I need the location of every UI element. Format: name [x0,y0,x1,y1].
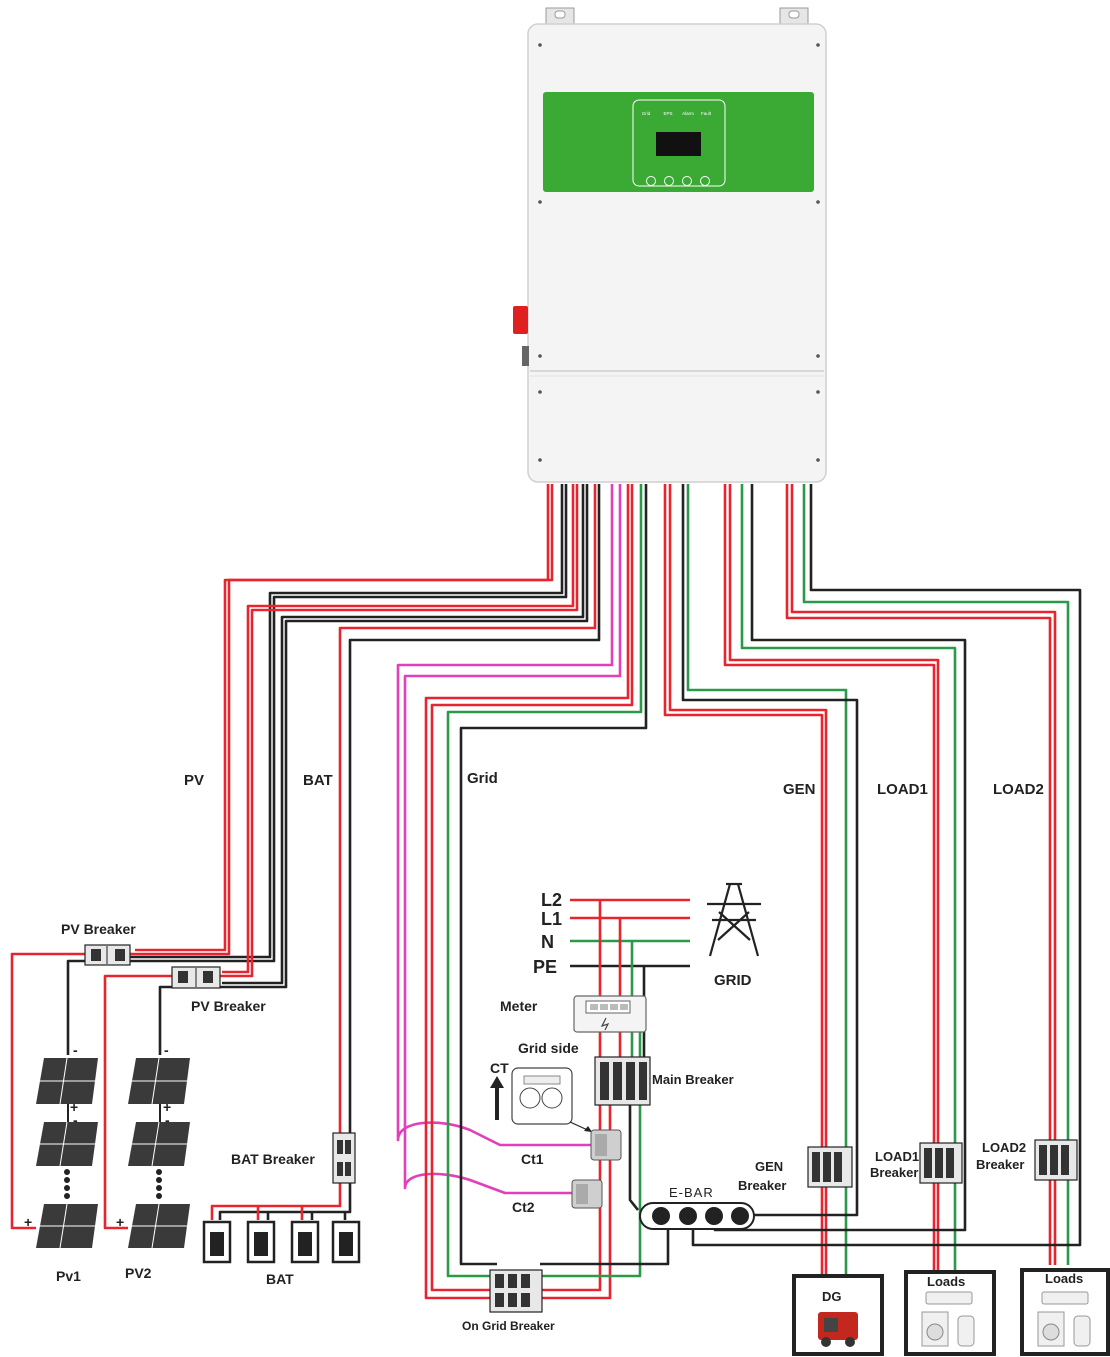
solar-panel-icon [128,1121,190,1167]
label-load2: LOAD2 [993,781,1044,798]
pv1-minus-mid: - [73,1112,78,1128]
pv2-plus-mid: + [163,1099,171,1115]
solar-panel-icon [36,1121,98,1167]
label-pv2: PV2 [125,1265,152,1281]
indicator-grid: Grid [642,111,651,116]
loads-box-2 [1020,1268,1110,1356]
label-bat-bank: BAT [266,1271,294,1287]
grid-tower-icon [707,882,761,957]
washing-machine-icon [921,1311,949,1347]
dg-box [792,1274,884,1356]
label-pv: PV [184,772,204,789]
solar-panel-icon [128,1057,190,1105]
dc-switch[interactable] [513,306,528,334]
label-load1-breaker-2: Breaker [870,1165,918,1180]
ct1-clamp [590,1129,622,1161]
label-pv-breaker-1: PV Breaker [61,921,136,937]
washing-machine-icon [1037,1311,1065,1347]
label-gen: GEN [783,781,816,798]
load2-breaker [1034,1139,1078,1181]
solar-panel-icon [36,1203,98,1249]
generator-icon [818,1312,858,1347]
label-grid-tower: GRID [714,972,752,989]
pv1-plus-mid: + [70,1099,78,1115]
ct-sensor [511,1067,573,1125]
label-meter: Meter [500,998,538,1014]
battery-icon [246,1220,276,1264]
loads-box-1 [904,1270,996,1356]
pv2-plus: + [116,1214,124,1230]
panel-buttons[interactable] [646,176,710,186]
inverter: Grid EPS Alarm Fault [513,7,827,483]
battery-icon [331,1220,361,1264]
pv-string-1 [36,1057,98,1249]
label-ct2: Ct2 [512,1199,535,1215]
label-load2-breaker-2: Breaker [976,1157,1024,1172]
label-load1-breaker-1: LOAD1 [875,1149,919,1164]
label-ebar: E-BAR [669,1185,714,1200]
battery-icon [202,1220,232,1264]
indicator-eps: EPS [663,111,672,116]
label-loads-1: Loads [927,1274,965,1289]
heater-icon [957,1315,975,1347]
main-breaker [594,1056,651,1106]
load1-breaker [919,1142,963,1184]
pv1-plus: + [24,1214,32,1230]
ct2-clamp [571,1179,603,1209]
label-ct: CT [490,1060,509,1076]
meter [573,995,647,1033]
ct-direction-arrow [490,1076,504,1120]
label-bat-breaker: BAT Breaker [231,1151,315,1167]
label-n: N [541,932,554,952]
label-pv1: Pv1 [56,1268,81,1284]
pv-breaker-1 [84,944,131,966]
label-on-grid-breaker: On Grid Breaker [462,1319,555,1333]
label-load2-breaker-1: LOAD2 [982,1140,1026,1155]
pv-breaker-2 [171,966,221,989]
on-grid-breaker [489,1269,543,1313]
label-dg: DG [822,1289,842,1304]
battery-icon [290,1220,320,1264]
label-l2: L2 [541,890,562,910]
label-loads-2: Loads [1045,1271,1083,1286]
label-pe: PE [533,957,557,977]
solar-panel-icon [36,1057,98,1105]
label-l1: L1 [541,909,562,929]
label-main-breaker: Main Breaker [652,1072,734,1087]
gen-breaker [807,1146,853,1188]
pv2-minus-mid: - [165,1112,170,1128]
indicator-alarm: Alarm [682,111,694,116]
solar-panel-icon [128,1203,190,1249]
label-pv-breaker-2: PV Breaker [191,998,266,1014]
label-grid: Grid [467,770,498,787]
label-grid-side: Grid side [518,1040,579,1056]
air-conditioner-icon [1041,1291,1089,1305]
indicator-fault: Fault [701,111,712,116]
air-conditioner-icon [925,1291,973,1305]
label-gen-breaker-1: GEN [755,1159,783,1174]
label-ct1: Ct1 [521,1151,544,1167]
pv2-minus: - [164,1042,169,1058]
lcd-screen [656,132,701,156]
pv-string-2 [128,1057,190,1249]
e-bar [639,1202,755,1230]
label-bat: BAT [303,772,333,789]
pv1-minus: - [73,1042,78,1058]
label-gen-breaker-2: Breaker [738,1178,786,1193]
battery-bank [202,1220,361,1264]
label-load1: LOAD1 [877,781,928,798]
heater-icon [1073,1315,1091,1347]
bat-breaker [332,1132,356,1184]
wiring [10,484,1082,1300]
